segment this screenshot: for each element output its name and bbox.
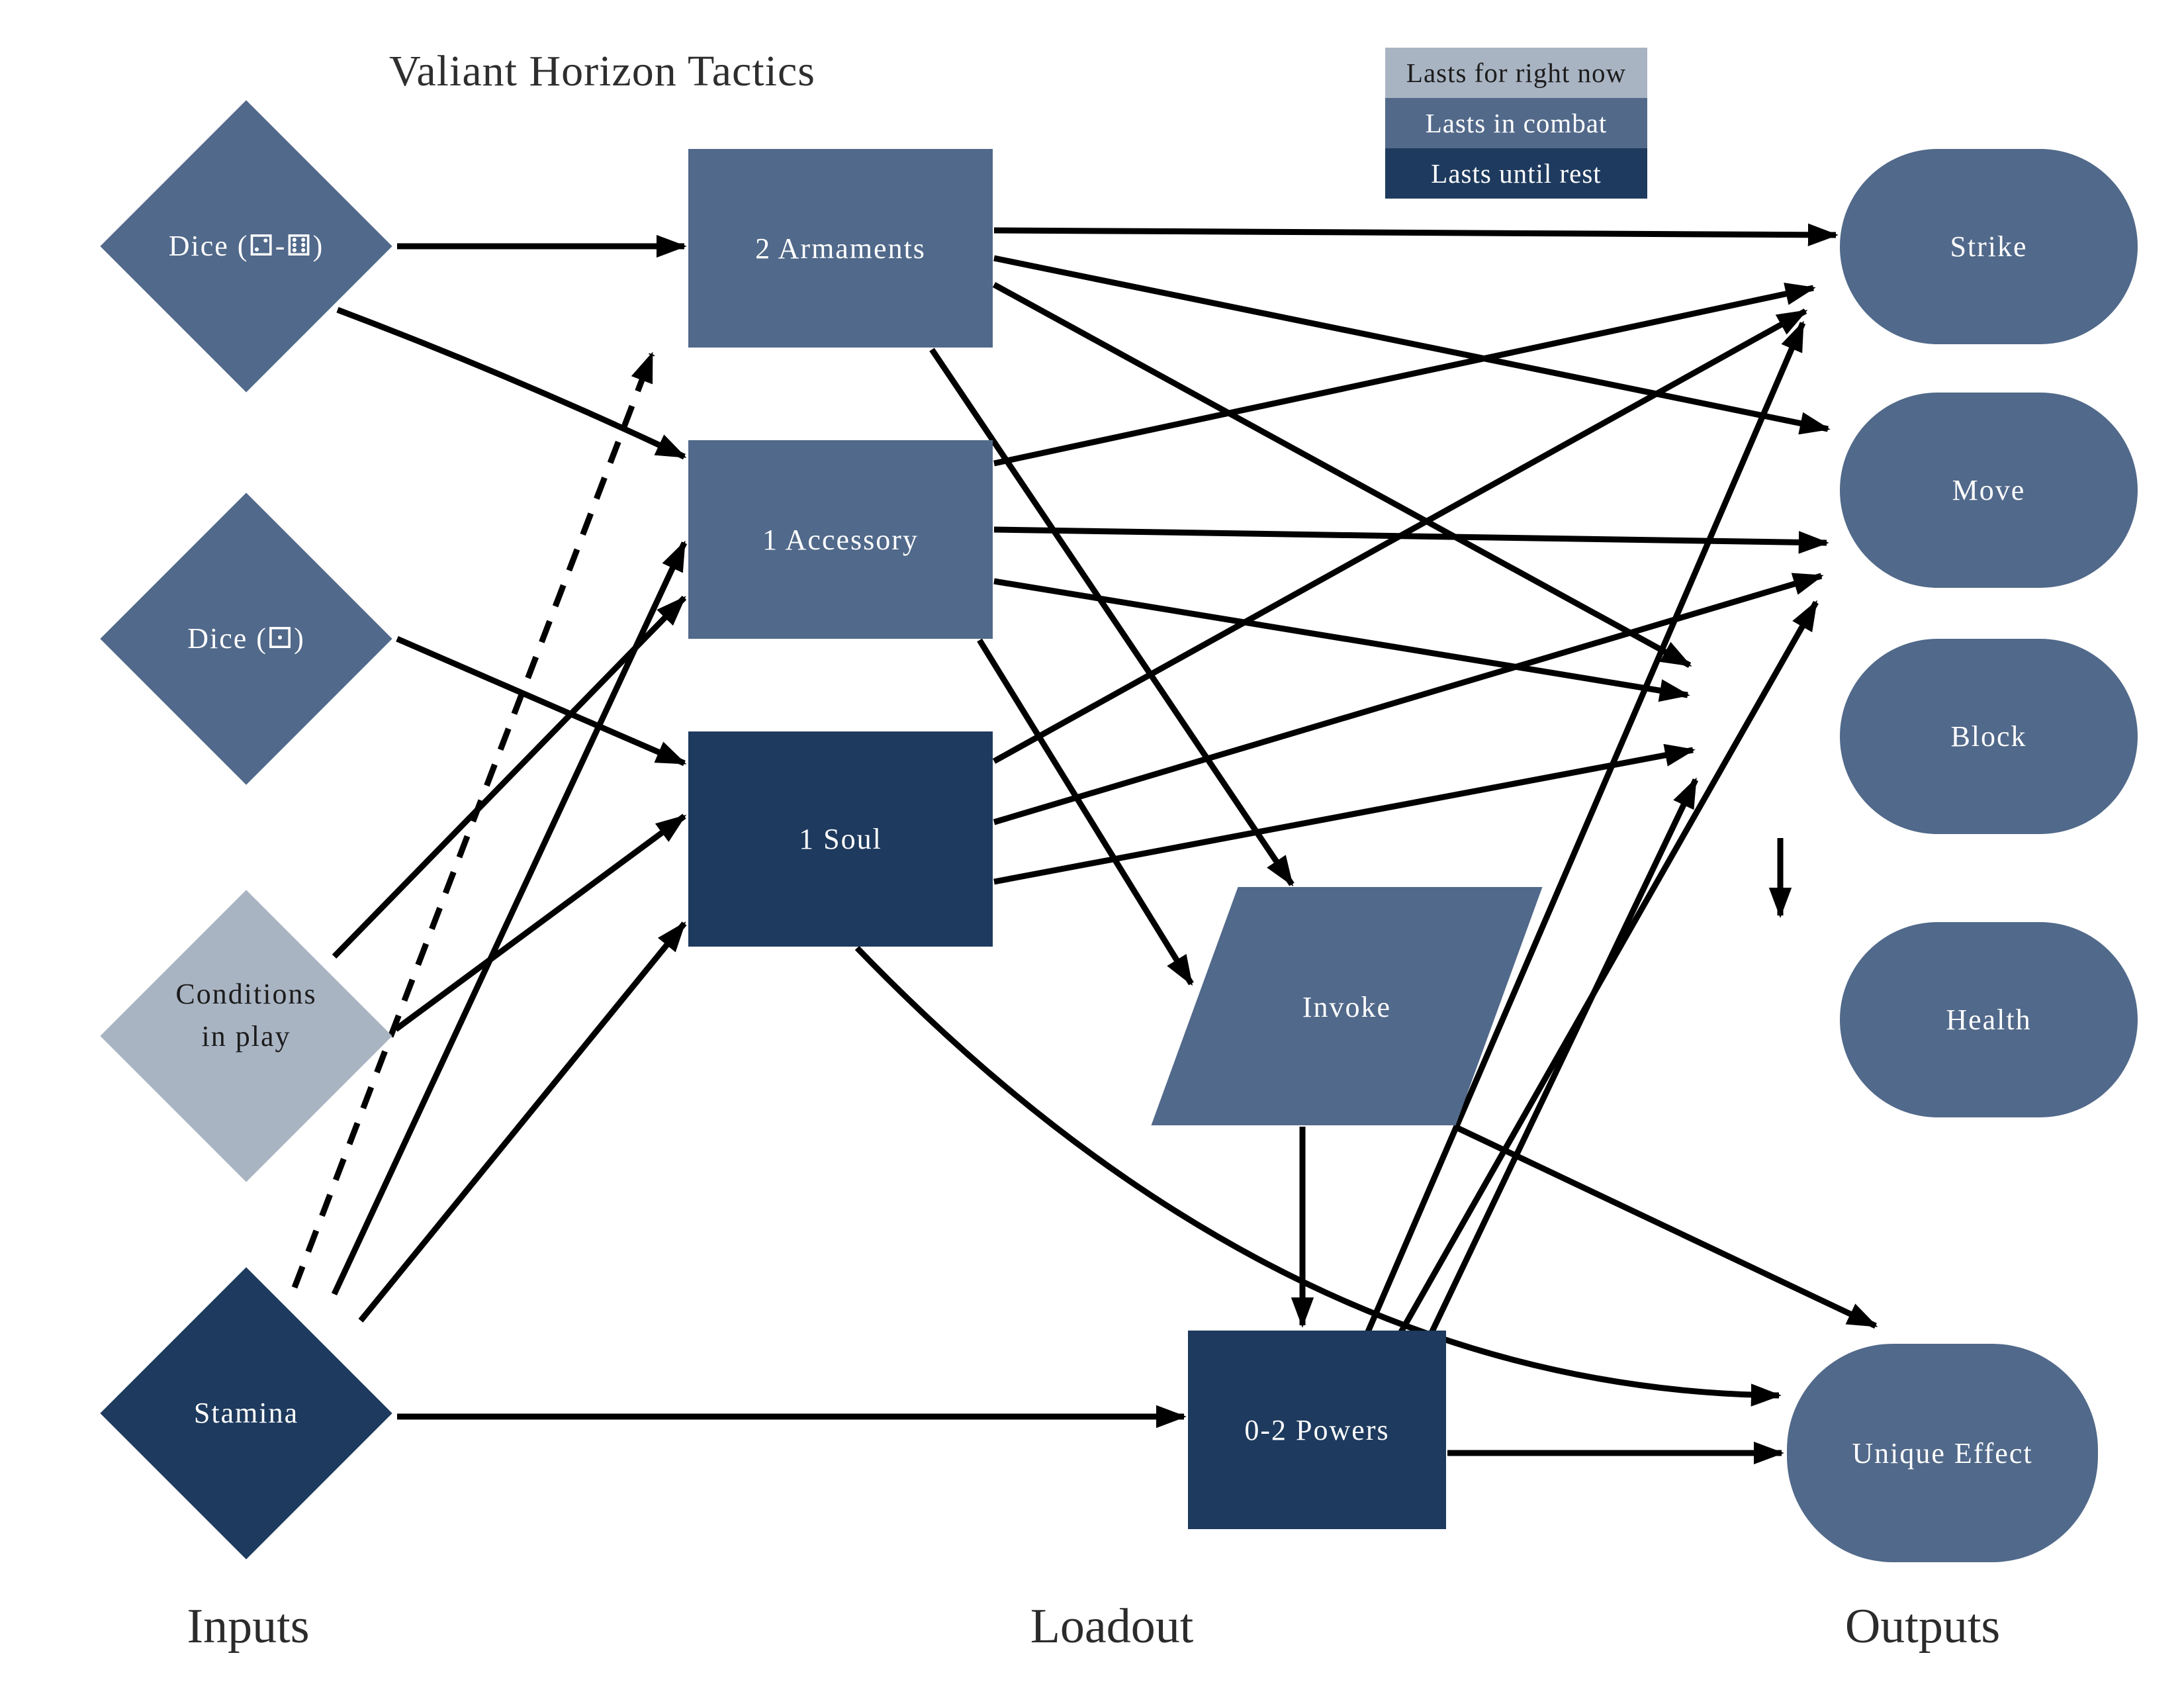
- node-block-label: Block: [1950, 720, 2027, 753]
- legend-label: Lasts until rest: [1431, 158, 1602, 189]
- edge-dice-one-soul: [396, 635, 687, 767]
- node-soul[interactable]: 1 Soul: [688, 731, 993, 947]
- node-powers-label: 0-2 Powers: [1244, 1413, 1390, 1446]
- node-unique-effect[interactable]: Unique Effect: [1787, 1344, 2098, 1562]
- node-strike-label: Strike: [1950, 230, 2028, 263]
- edge-stamina-armaments: [291, 352, 655, 1289]
- edge-armaments-strike: [993, 223, 1839, 247]
- node-accessory[interactable]: 1 Accessory: [688, 440, 993, 639]
- node-unique-effect-label: Unique Effect: [1852, 1436, 2033, 1470]
- node-armaments-label: 2 Armaments: [755, 232, 926, 265]
- node-strike[interactable]: Strike: [1840, 149, 2138, 344]
- section-label-outputs: Outputs: [1844, 1599, 2001, 1654]
- edge-soul-strike: [992, 308, 1808, 764]
- edge-accessory-block: [993, 578, 1690, 702]
- edge-stamina-accessory: [331, 540, 688, 1295]
- edge-accessory-strike: [993, 282, 1816, 467]
- node-powers[interactable]: 0-2 Powers: [1188, 1331, 1446, 1529]
- node-conditions-in-play[interactable]: [100, 890, 392, 1182]
- node-accessory-label: 1 Accessory: [762, 523, 919, 556]
- legend-item-lasts-in-combat: Lasts in combat: [1385, 98, 1647, 148]
- edge-accessory-move: [993, 526, 1829, 554]
- edge-armaments-move: [993, 255, 1831, 435]
- legend-item-lasts-for-right-now: Lasts for right now: [1385, 48, 1647, 98]
- node-stamina[interactable]: [100, 1267, 392, 1560]
- edge-soul-move: [993, 573, 1824, 825]
- legend-item-lasts-until-rest: Lasts until rest: [1385, 148, 1647, 199]
- edge-conditions-soul: [394, 814, 687, 1032]
- edge-invoke-unique-effect: [1453, 1123, 1878, 1329]
- node-armaments[interactable]: 2 Armaments: [688, 149, 993, 348]
- edge-armaments-block: [992, 282, 1692, 668]
- edge-dice-range-accessory: [336, 306, 687, 460]
- node-dice-range[interactable]: [100, 100, 392, 393]
- node-soul-label: 1 Soul: [799, 823, 882, 855]
- edge-conditions-accessory: [332, 595, 687, 959]
- legend-label: Lasts in combat: [1425, 108, 1608, 138]
- legend-label: Lasts for right now: [1406, 58, 1627, 88]
- section-label-inputs: Inputs: [187, 1599, 310, 1654]
- node-move-label: Move: [1952, 474, 2026, 506]
- node-health[interactable]: Health: [1840, 922, 2138, 1117]
- node-invoke[interactable]: [1151, 887, 1543, 1125]
- node-health-label: Health: [1946, 1004, 2032, 1036]
- edge-soul-block: [993, 743, 1696, 885]
- section-label-loadout: Loadout: [1030, 1599, 1194, 1654]
- node-move[interactable]: Move: [1840, 393, 2138, 588]
- node-block[interactable]: Block: [1840, 639, 2138, 834]
- edge-powers-strike: [1360, 320, 1806, 1344]
- node-dice-one[interactable]: [100, 492, 392, 785]
- edge-stamina-soul: [358, 921, 687, 1323]
- edge-accessory-invoke: [977, 638, 1194, 986]
- page-title: Valiant Horizon Tactics: [389, 47, 815, 95]
- legend: Lasts for right now Lasts in combat Last…: [1385, 48, 1647, 199]
